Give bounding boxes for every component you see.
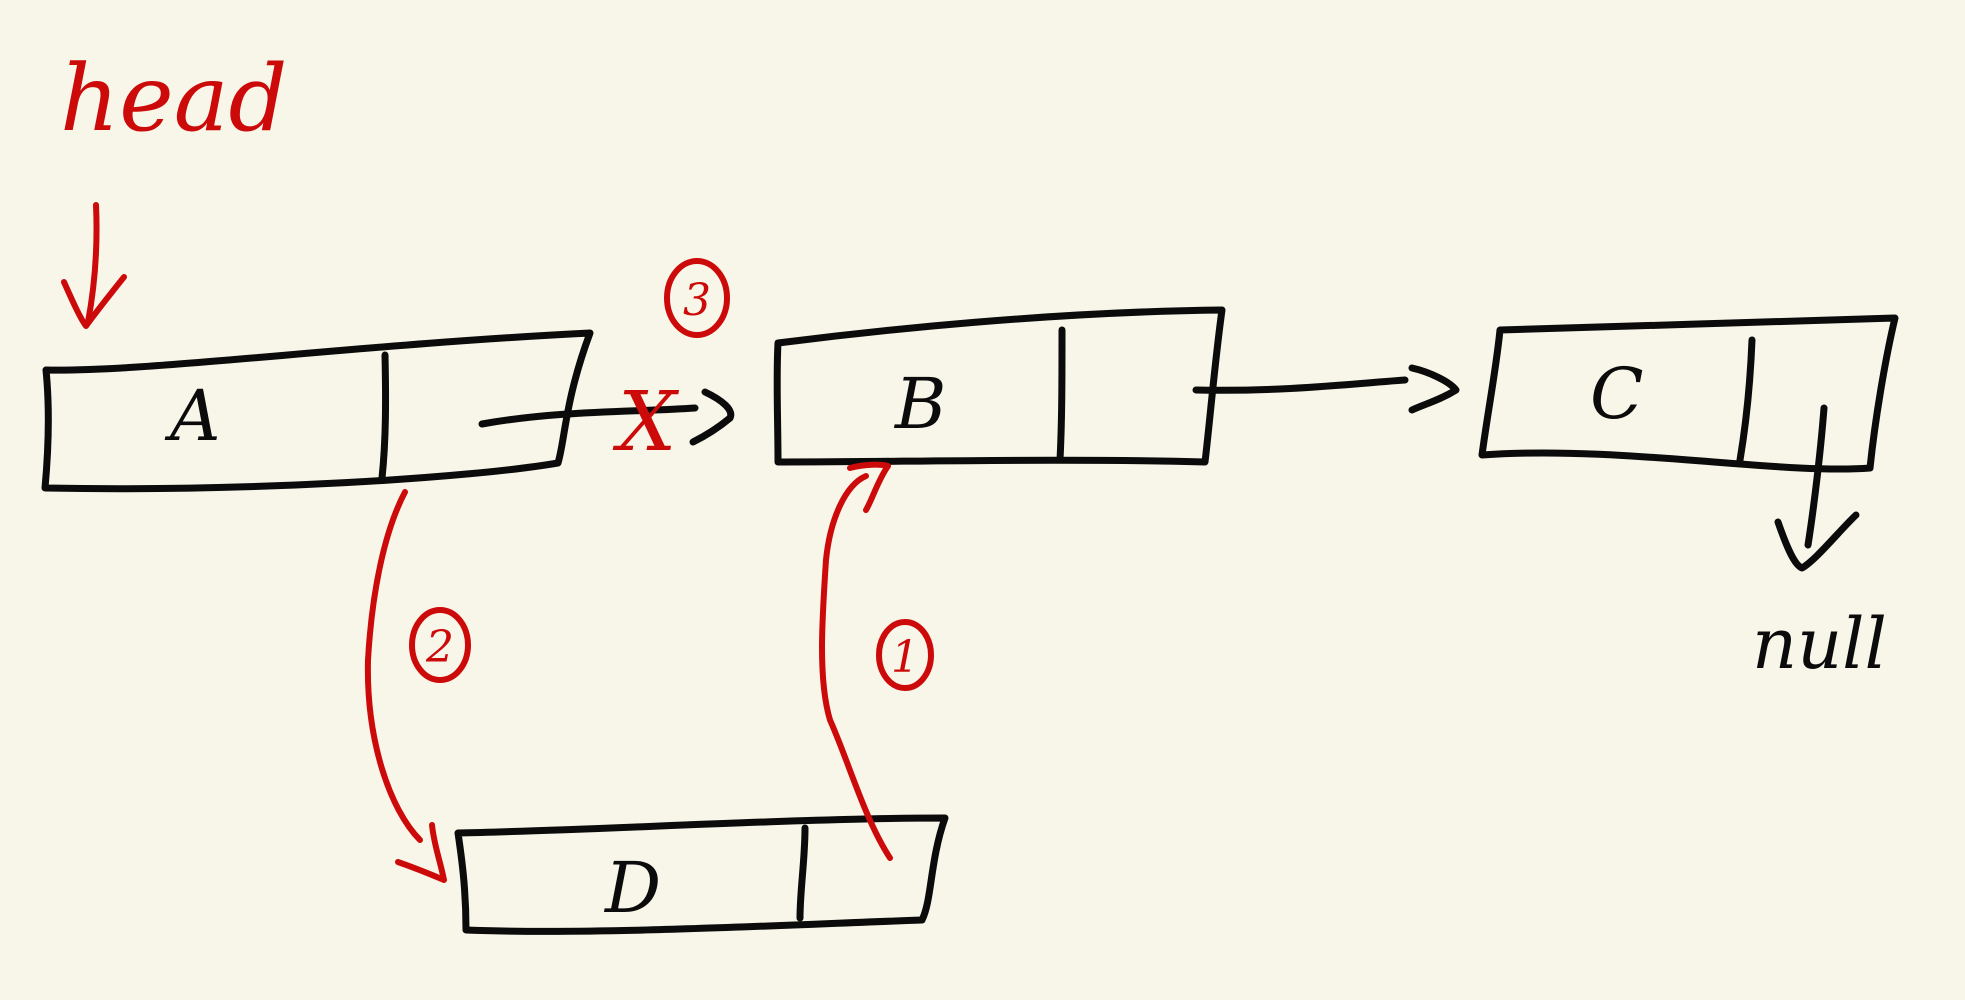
node-c-label: C [1590, 353, 1644, 435]
step-marker-1: 1 [876, 619, 934, 691]
node-c: C [1478, 314, 1899, 473]
link-b-to-c [1192, 364, 1460, 414]
new-link-a-to-d [364, 489, 447, 883]
node-d-box [454, 814, 949, 935]
node-d-label: D [603, 847, 661, 929]
node-a: A [41, 329, 594, 493]
head-pointer-arrow [61, 202, 127, 329]
node-b-divider [1056, 326, 1066, 464]
head-label: head [60, 45, 287, 152]
node-b-label: B [893, 363, 946, 445]
null-label: null [1752, 603, 1887, 685]
step-marker-2: 2 [409, 607, 471, 683]
node-b: B [773, 306, 1226, 466]
new-link-d-to-b [819, 461, 893, 861]
node-c-divider [1736, 336, 1756, 464]
node-a-box [41, 329, 594, 493]
step-marker-3: 3 [664, 258, 730, 338]
node-d: D [454, 814, 949, 935]
removed-link-x-mark: X [612, 375, 680, 470]
node-c-box [1478, 314, 1899, 473]
node-a-divider [378, 351, 390, 482]
node-b-box [773, 306, 1226, 466]
step-marker-3-label: 3 [683, 275, 711, 326]
step-marker-2-label: 2 [425, 622, 454, 673]
node-a-label: A [164, 375, 221, 457]
node-d-divider [796, 824, 809, 922]
link-c-to-null [1774, 404, 1860, 572]
step-marker-1-label: 1 [891, 632, 919, 683]
link-a-to-b-removed [478, 388, 735, 446]
